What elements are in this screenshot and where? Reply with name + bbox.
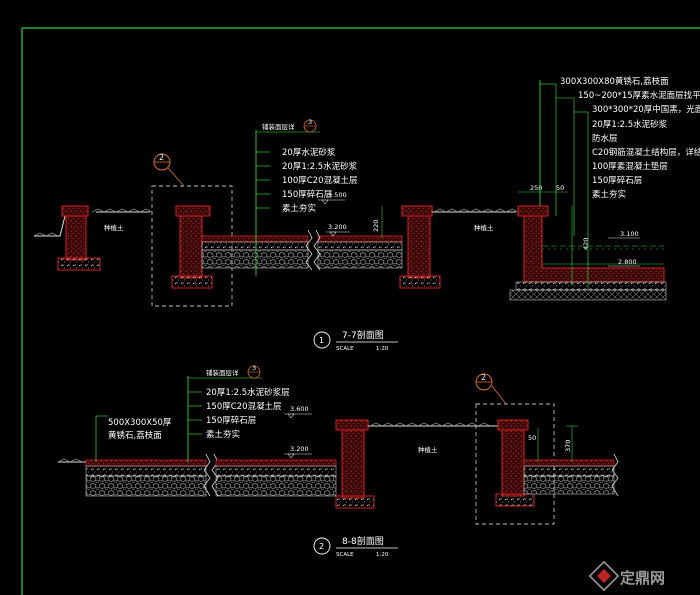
layer-callout-8: 铺装面层详 3 20厚1:2.5水泥砂浆层 150厚C20混凝土层 150厚碎石…: [187, 364, 290, 462]
section-number: 2: [319, 542, 324, 551]
callout-line: 100厚素混凝土垫层: [592, 161, 668, 172]
detail-ref-number: 2: [159, 153, 164, 162]
side-note-line: 黄锈石,荔枝面: [108, 430, 162, 441]
callout-lines: 20厚水泥砂浆 20厚1:2.5水泥砂浆 100厚C20混凝土层 150厚碎石层…: [256, 147, 358, 214]
paving-layers-7: [201, 229, 403, 271]
dim-label: 50: [528, 434, 536, 442]
callout-line: 150~200*15厚素水泥面层找平铺: [578, 90, 700, 101]
callout-line: 300X300X80黄锈石,荔枝面: [560, 76, 669, 87]
callout-line: 20厚1:2.5水泥砂浆: [282, 161, 358, 172]
callout-line: 20厚1:2.5水泥砂浆: [592, 119, 668, 130]
level-marker-3100: 3.100: [608, 230, 640, 239]
callout-header: 铺装面层详: [262, 122, 295, 131]
callout-ref: 3: [308, 118, 312, 126]
detail-ref-number: 2: [481, 373, 486, 382]
callout-line: 素土夯实: [592, 189, 626, 200]
planter-wall-right-8: [495, 419, 619, 507]
detail-box: [475, 403, 555, 525]
paving-layers-8: [85, 453, 337, 497]
callout-line: 20厚1:2.5水泥砂浆层: [206, 387, 290, 398]
callout-line: 150厚C20混凝土层: [206, 401, 281, 412]
side-note-line: 500X300X50厚: [108, 418, 172, 428]
section-title: 7-7剖面图: [342, 329, 384, 341]
layer-callout-left: 铺装面层详 3 20厚水泥砂浆 20厚1:2.5水泥砂浆 100厚C20混凝土层…: [255, 118, 358, 276]
watermark: 定鼎网: [588, 560, 665, 592]
planting-soil-label: 种植土: [104, 223, 124, 232]
layer-callout-right: 300X300X80黄锈石,荔枝面 150~200*15厚素水泥面层找平铺 30…: [539, 76, 700, 290]
section-number: 1: [319, 336, 324, 345]
callout-line: 300*300*20厚中国黑，光面: [592, 104, 700, 115]
callout-header: 铺装面层详: [206, 368, 239, 377]
callout-ref: 3: [252, 364, 256, 372]
side-note: 500X300X50厚 黄锈石,荔枝面: [95, 415, 172, 462]
dim-label: 220: [372, 220, 380, 232]
callout-line: 素土夯实: [282, 203, 316, 214]
planting-soil-label: 种植土: [474, 223, 494, 232]
retaining-wall-left: [57, 205, 101, 271]
section-8-8: 3.600 3.200 50 370 种植土 2 铺装面层详 3: [57, 364, 619, 558]
callout-line: C20钢筋混凝土结构层，详结构: [592, 147, 700, 158]
level-label: 3.200: [328, 223, 347, 231]
planter-wall-center: [335, 419, 375, 509]
level-marker-3500: 3.500: [318, 191, 347, 205]
level-label: 3.600: [290, 405, 309, 413]
dim-label: 370: [564, 440, 572, 452]
callout-line: 防水层: [592, 133, 618, 144]
level-label: 2.800: [618, 258, 637, 266]
planter-wall-left: [171, 205, 213, 289]
section-title-7: 1 7-7剖面图 SCALE 1:20: [313, 329, 398, 352]
scale-value: 1:20: [376, 552, 389, 558]
level-label: 3.500: [328, 191, 347, 199]
callout-line: 150厚碎石层: [206, 415, 256, 426]
section-title-8: 2 8-8剖面图 SCALE 1:20: [313, 535, 398, 558]
level-label: 3.200: [290, 445, 309, 453]
detail-ref-circle: 2: [153, 153, 185, 187]
scale-label: SCALE: [336, 346, 354, 352]
planting-soil-label: 种植土: [418, 445, 438, 454]
watermark-logo-icon: [588, 560, 620, 592]
dim-label: 420: [582, 238, 590, 250]
callout-line: 150厚碎石层: [592, 175, 642, 186]
planter-wall-right: [399, 205, 441, 289]
callout-line: 100厚C20混凝土层: [282, 175, 357, 186]
callout-line: 150厚碎石层: [282, 189, 332, 200]
scale-value: 1:20: [376, 346, 389, 352]
callout-line: 20厚水泥砂浆: [282, 147, 336, 158]
ground-line: [34, 211, 150, 237]
section-title: 8-8剖面图: [342, 535, 384, 547]
level-marker-3200: 3.200: [326, 223, 350, 237]
scale-label: SCALE: [336, 552, 354, 558]
detail-ref-circle: 2: [475, 373, 507, 405]
watermark-text: 定鼎网: [620, 569, 665, 587]
dim-label: 50: [556, 184, 564, 192]
level-marker-3600: 3.600: [284, 405, 312, 419]
callout-line: 素土夯实: [206, 429, 240, 440]
dim-label: 250: [530, 184, 542, 192]
level-marker-3200-8: 3.200: [284, 445, 312, 459]
level-label: 3.100: [620, 230, 639, 238]
drawing-frame: [21, 27, 700, 595]
level-marker-2800: 2.800: [608, 258, 640, 267]
section-7-7: 3.500 3.200 3.100 2.800 220 250 50 420 种…: [33, 76, 700, 352]
